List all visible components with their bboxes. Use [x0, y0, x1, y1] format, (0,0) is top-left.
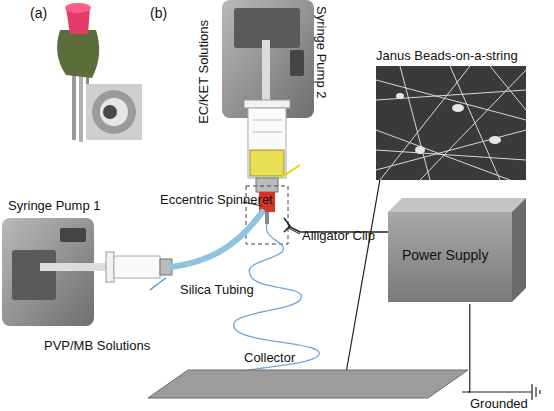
node-text: Power Supply: [402, 248, 488, 263]
connector-line: [346, 180, 380, 371]
alligator-clip: [284, 218, 290, 232]
panel-label: (a): [30, 6, 47, 21]
silica-tubing: [172, 212, 262, 267]
connector-line: [468, 304, 470, 392]
part-label: Eccentric Spinneret: [160, 192, 273, 207]
solution-label: EC/KET Solutions: [196, 20, 211, 124]
sem-image: [376, 66, 526, 180]
part-label: Silica Tubing: [180, 282, 254, 297]
node-text: Syringe Pump 1: [8, 198, 101, 213]
node-text: Janus Beads-on-a-string: [376, 48, 518, 63]
leader-line: [288, 228, 300, 234]
solution-label: PVP/MB Solutions: [44, 338, 150, 353]
sem-image-box: Janus Beads-on-a-string: [372, 48, 530, 184]
part-label: Alligator Clip: [302, 228, 375, 243]
collector-shape: [148, 342, 468, 400]
node-text: Syringe Pump 2: [314, 6, 329, 99]
panel-label: (b): [150, 6, 167, 21]
ground-symbol: [532, 384, 540, 400]
syringe-pump: Syringe Pump 2: [218, 0, 330, 130]
solution-pointer: [150, 278, 166, 290]
ground-wire: [462, 391, 532, 392]
spinneret-photo: [57, 3, 142, 142]
ground-label: Grounded: [470, 396, 528, 411]
syringe-pump-2-body: [222, 0, 314, 224]
collector-plate: Collector: [148, 342, 468, 400]
syringe-pump: Syringe Pump 1: [0, 198, 98, 328]
syringe-pump-1-body: [2, 218, 172, 326]
node-text: Collector: [244, 350, 295, 365]
solution-pointer: [280, 165, 300, 178]
power-supply: Power Supply: [386, 198, 528, 304]
power-supply-body: [388, 198, 526, 302]
